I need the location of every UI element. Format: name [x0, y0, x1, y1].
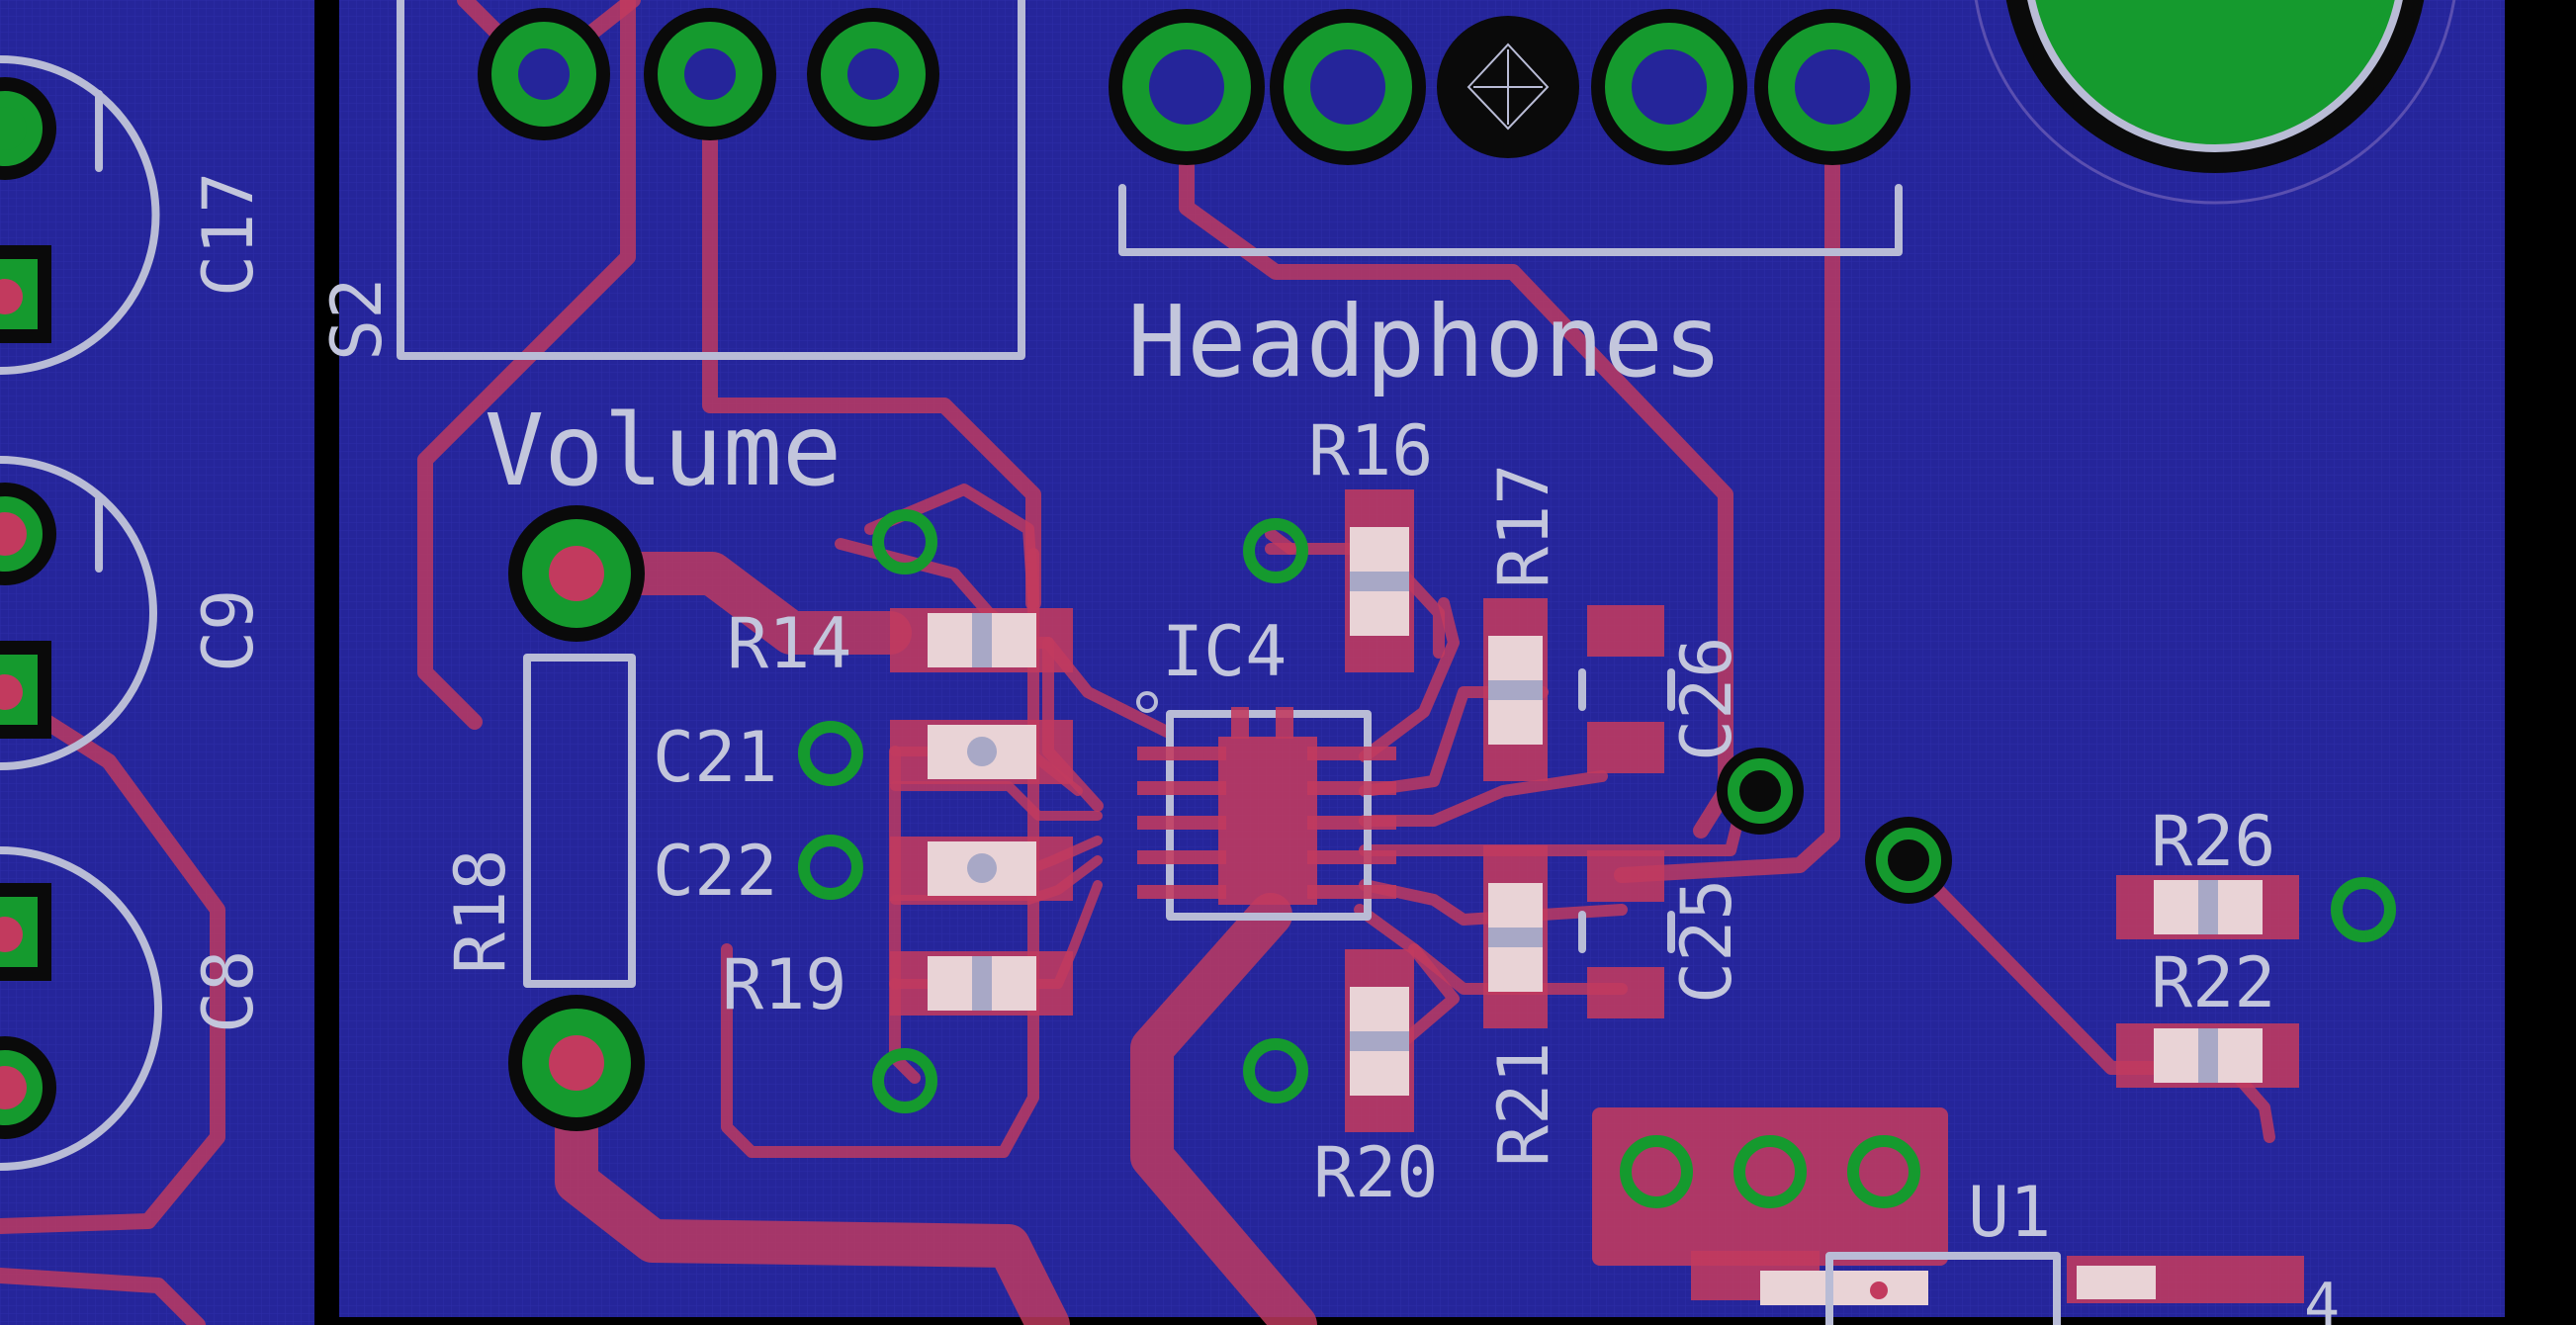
label-r19: R19 — [722, 944, 846, 1025]
volume-potentiometer[interactable]: Volume R18 — [440, 393, 842, 1131]
label-c22: C22 — [653, 831, 777, 912]
resistor-r26[interactable]: R26 — [2116, 801, 2299, 939]
switch-s2[interactable]: S2 — [316, 0, 1025, 361]
label-r14: R14 — [727, 603, 851, 684]
headphones-jack[interactable]: Headphones — [1109, 9, 1910, 399]
regulator-u1[interactable]: U1 4 — [1691, 1172, 2340, 1325]
resistor-r19[interactable]: R19 — [722, 944, 1073, 1025]
label-r16: R16 — [1308, 410, 1433, 491]
ic4-chip[interactable]: IC4 — [1136, 611, 1396, 921]
large-component-top-right[interactable] — [1973, 0, 2457, 205]
resistor-r20[interactable]: R20 — [1313, 949, 1438, 1213]
label-volume: Volume — [485, 393, 842, 508]
resistor-r17[interactable]: R17 — [1483, 464, 1564, 781]
label-c9: C9 — [188, 589, 269, 672]
label-headphones: Headphones — [1127, 284, 1723, 399]
label-c25: C25 — [1666, 879, 1747, 1004]
label-r21: R21 — [1483, 1042, 1564, 1167]
label-s2: S2 — [316, 278, 398, 361]
capacitor-c25[interactable]: C25 — [1578, 850, 1747, 1018]
connector-3pin[interactable] — [1592, 1107, 1948, 1266]
label-partial-corner: 4 — [2304, 1271, 2340, 1325]
label-r26: R26 — [2151, 801, 2275, 882]
resistor-r22[interactable]: R22 — [2116, 942, 2299, 1088]
capacitor-c21[interactable]: C21 — [653, 717, 1073, 798]
capacitor-c9[interactable]: C9 — [0, 456, 269, 770]
label-c26: C26 — [1666, 637, 1747, 761]
label-c21: C21 — [653, 717, 777, 798]
resistor-r14[interactable]: R14 — [727, 603, 1073, 684]
resistor-r16[interactable]: R16 — [1308, 410, 1433, 672]
label-ic4: IC4 — [1162, 611, 1287, 692]
capacitor-c26[interactable]: C26 — [1578, 605, 1747, 773]
resistor-r21[interactable]: R21 — [1483, 845, 1564, 1167]
label-r18: R18 — [440, 849, 521, 974]
label-c17: C17 — [188, 172, 269, 297]
label-r20: R20 — [1313, 1132, 1438, 1213]
board-region-main — [339, 0, 2505, 1317]
label-c8: C8 — [188, 950, 269, 1033]
label-r22: R22 — [2151, 942, 2275, 1023]
capacitor-c17[interactable]: C17 — [0, 55, 269, 375]
capacitor-c8[interactable]: C8 — [0, 846, 269, 1171]
capacitor-c22[interactable]: C22 — [653, 831, 1073, 912]
vias — [798, 509, 2396, 1113]
label-r17: R17 — [1483, 464, 1564, 588]
label-u1: U1 — [1968, 1172, 2051, 1253]
